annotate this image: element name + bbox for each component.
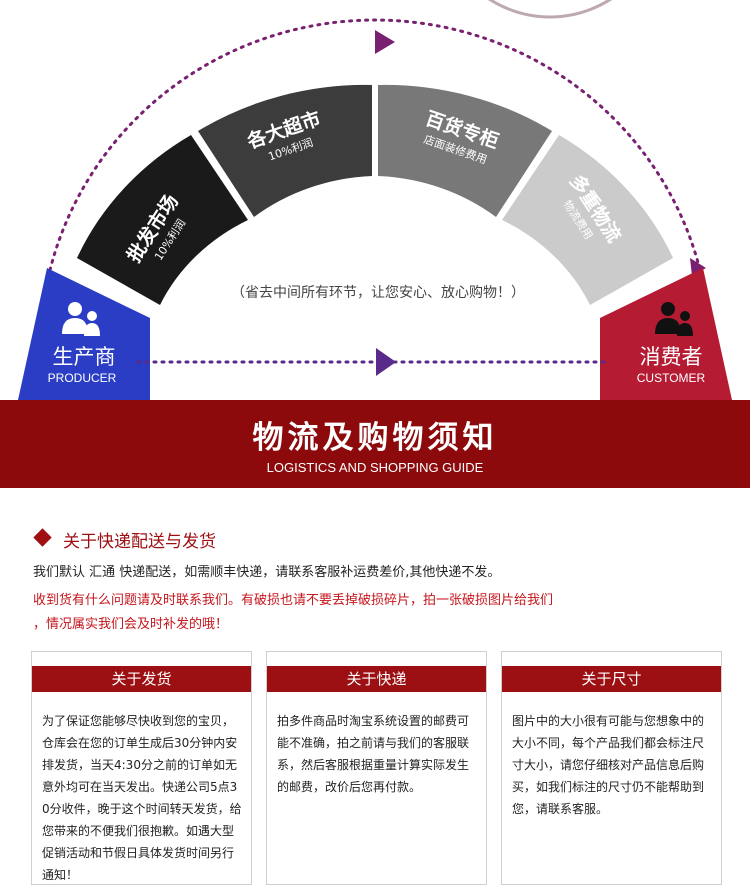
segment-logistics <box>502 135 673 305</box>
top-right-arrow-icon <box>690 258 706 276</box>
segment-wholesale <box>77 135 248 305</box>
diamond-icon <box>33 528 52 547</box>
bottom-arrow-icon <box>376 348 396 376</box>
top-dotted-arc <box>48 18 702 272</box>
consumer-icon <box>655 302 693 336</box>
guide-banner: 物流及购物须知 LOGISTICS AND SHOPPING GUIDE <box>0 400 750 488</box>
card-shipping-title: 关于发货 <box>32 666 251 692</box>
producer-icon <box>62 302 100 336</box>
top-arc-decoration <box>487 0 613 19</box>
card-size: 关于尺寸 图片中的大小很有可能与您想象中的大小不同，每个产品我们都会标注尺寸大小… <box>501 651 722 885</box>
banner-subtitle: LOGISTICS AND SHOPPING GUIDE <box>266 460 484 475</box>
consumer-sub: CUSTOMER <box>637 371 706 385</box>
banner-title: 物流及购物须知 <box>252 420 498 456</box>
card-express-title: 关于快递 <box>267 666 486 692</box>
card-size-title: 关于尺寸 <box>502 666 721 692</box>
segment-department <box>378 84 552 217</box>
card-shipping-body: 为了保证您能够尽快收到您的宝贝，仓库会在您的订单生成后30分钟内安排发货，当天4… <box>42 714 242 882</box>
producer-sub: PRODUCER <box>48 371 117 385</box>
tagline: （省去中间所有环节，让您安心、放心购物！） <box>231 284 525 301</box>
shipping-note: 我们默认 汇通 快递配送，如需顺丰快递，请联系客服补运费差价,其他快递不发。 <box>33 565 501 580</box>
damage-note-1: 收到货有什么问题请及时联系我们。有破损也请不要丢掉破损碎片，拍一张破损图片给我们 <box>33 593 554 608</box>
segment-supermarket <box>198 84 372 217</box>
section-title: 关于快递配送与发货 <box>63 532 216 552</box>
card-express-body: 拍多件商品时淘宝系统设置的邮费可能不准确，拍之前请与我们的客服联系，然后客服根据… <box>277 714 470 794</box>
consumer-label: 消费者 <box>640 345 703 369</box>
card-size-body: 图片中的大小很有可能与您想象中的大小不同，每个产品我们都会标注尺寸大小，请您仔细… <box>512 714 705 816</box>
producer-label: 生产商 <box>53 345 116 369</box>
top-arrow-icon <box>375 30 395 54</box>
supply-chain-diagram: 批发市场 10%利润 各大超市 10%利润 百货专柜 店面装修费用 多重物流 物… <box>18 0 732 400</box>
damage-note-2: ，情况属实我们会及时补发的哦！ <box>33 617 229 632</box>
card-express: 关于快递 拍多件商品时淘宝系统设置的邮费可能不准确，拍之前请与我们的客服联系，然… <box>266 651 487 885</box>
card-shipping: 关于发货 为了保证您能够尽快收到您的宝贝，仓库会在您的订单生成后30分钟内安排发… <box>31 651 252 885</box>
